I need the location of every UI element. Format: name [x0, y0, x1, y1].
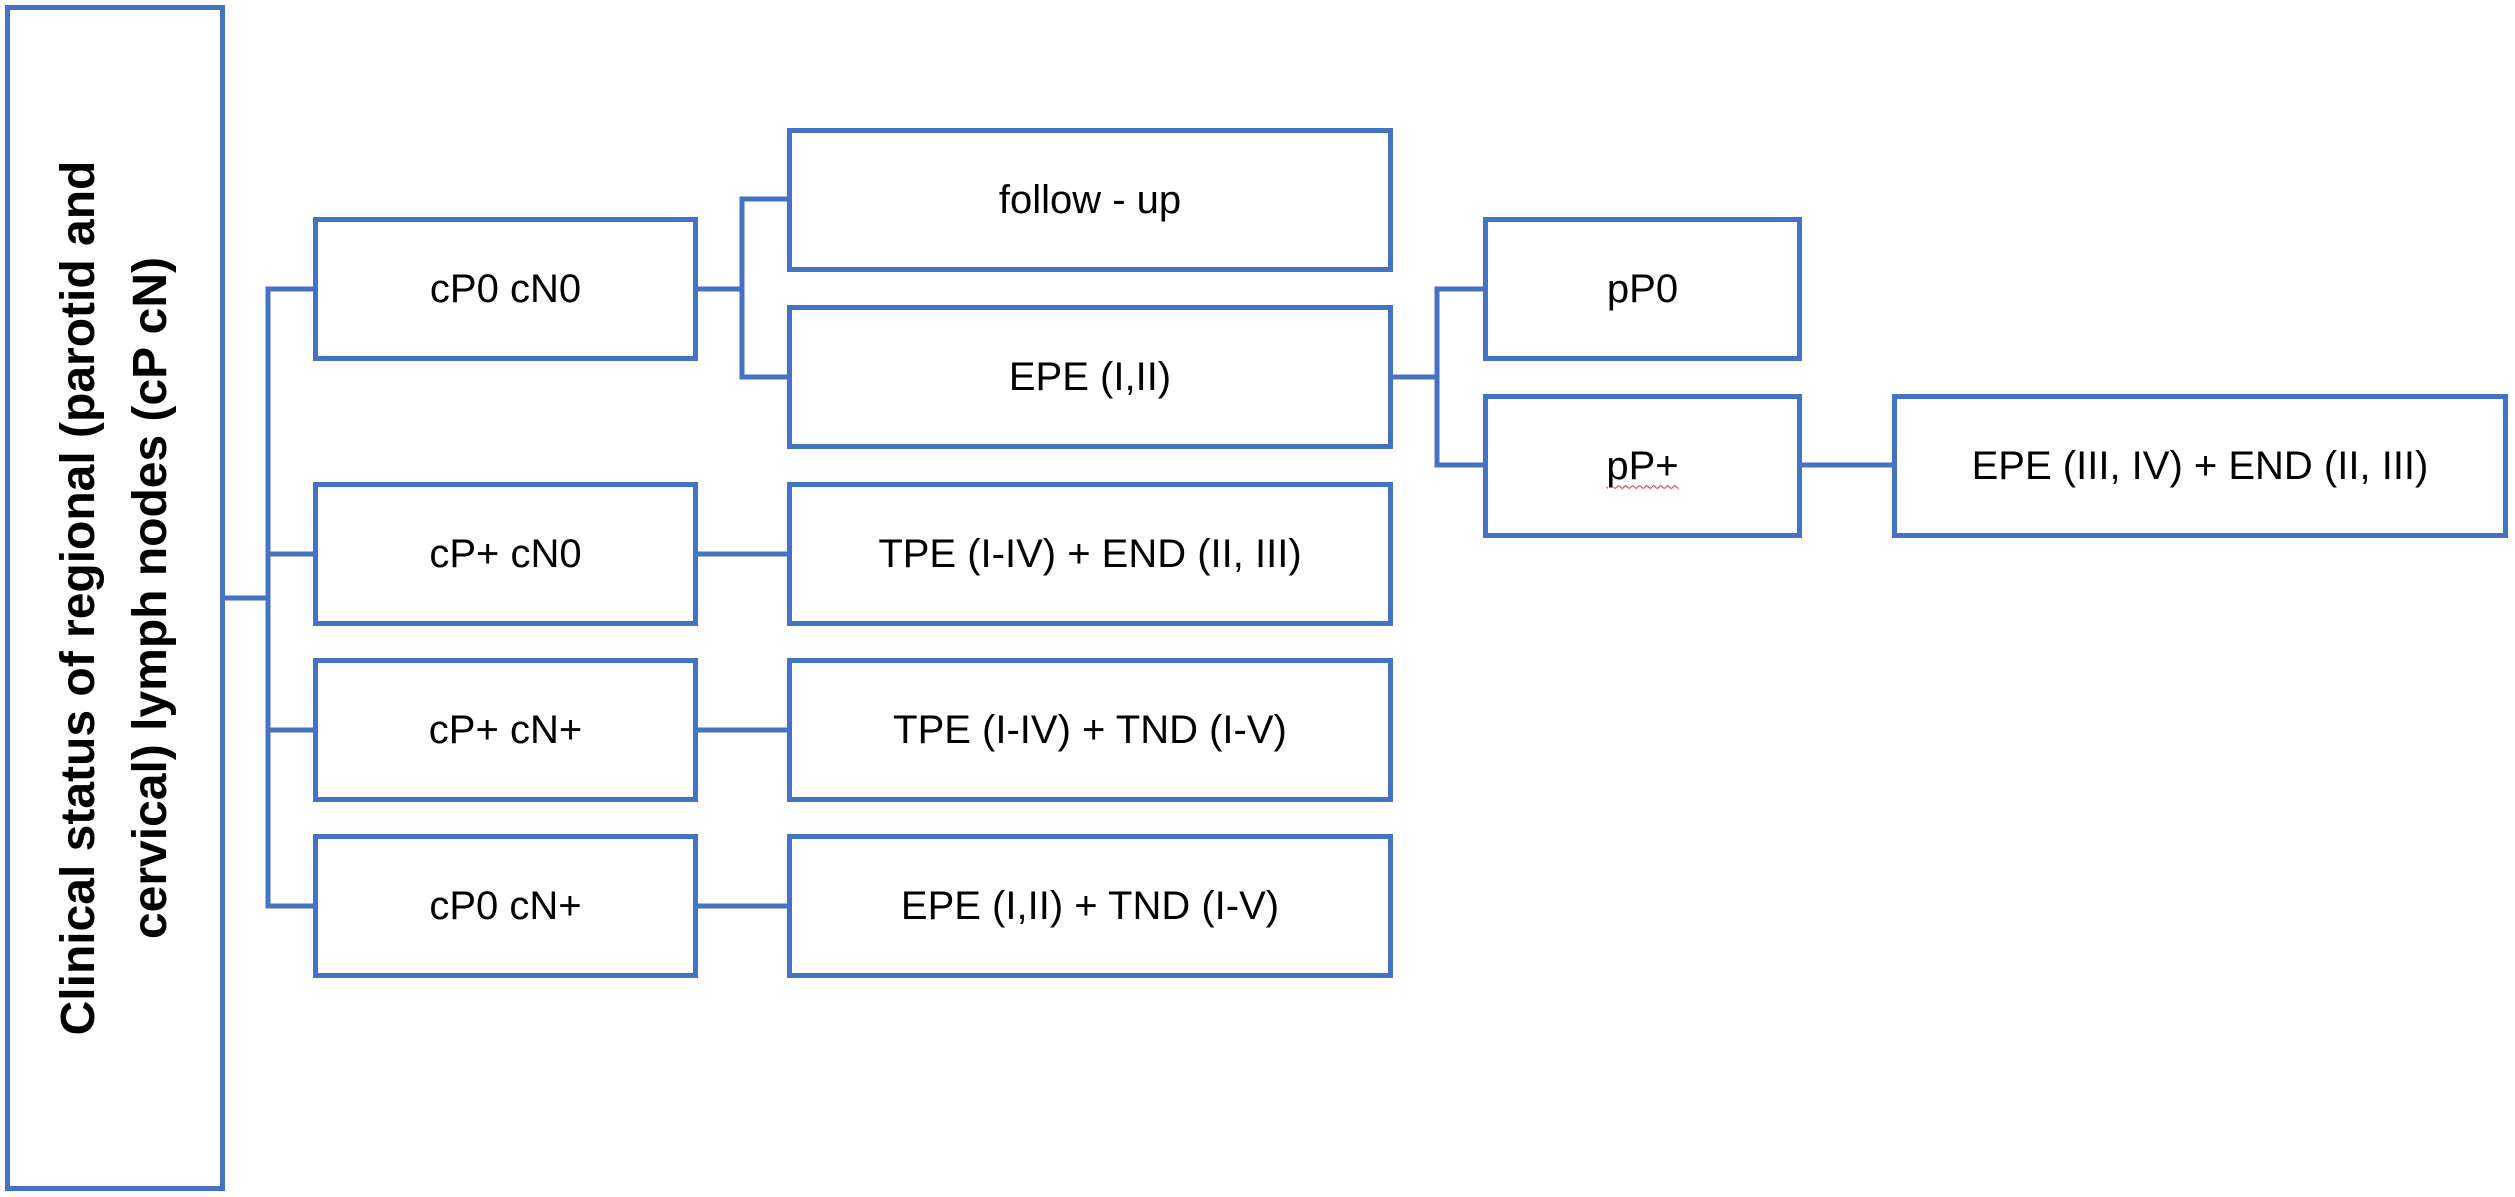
node-tpe-end: TPE (I-IV) + END (II, III)	[787, 482, 1393, 626]
node-cpplus-cnplus-label: cP+ cN+	[428, 707, 583, 752]
root-label-line-2: cervical) lymph nodes (cP cN)	[124, 256, 177, 940]
root-label: Clinical status of regional (parotid and…	[43, 48, 187, 1148]
node-epe-end: EPE (III, IV) + END (II, III)	[1892, 394, 2508, 538]
node-cpplus-cn0-label: cP+ cN0	[429, 531, 582, 576]
node-pp0: pP0	[1483, 217, 1802, 361]
node-ppplus: pP+	[1483, 394, 1802, 538]
node-cp0-cn0-label: cP0 cN0	[429, 266, 582, 311]
node-follow-up-label: follow - up	[998, 177, 1182, 222]
node-cpplus-cnplus: cP+ cN+	[313, 658, 698, 802]
node-epe-end-label: EPE (III, IV) + END (II, III)	[1971, 443, 2429, 488]
node-cp0-cnplus-label: cP0 cN+	[429, 883, 582, 928]
node-epe-i-ii: EPE (I,II)	[787, 305, 1393, 449]
node-epe-tnd-label: EPE (I,II) + TND (I-V)	[900, 883, 1280, 928]
node-tpe-end-label: TPE (I-IV) + END (II, III)	[878, 531, 1302, 576]
node-pp0-label: pP0	[1606, 266, 1679, 311]
node-tpe-tnd: TPE (I-IV) + TND (I-V)	[787, 658, 1393, 802]
root-label-line-1: Clinical status of regional (parotid and	[52, 160, 105, 1036]
clinical-status-root-box: Clinical status of regional (parotid and…	[5, 5, 225, 1191]
node-follow-up: follow - up	[787, 128, 1393, 272]
node-tpe-tnd-label: TPE (I-IV) + TND (I-V)	[893, 707, 1287, 752]
node-cpplus-cn0: cP+ cN0	[313, 482, 698, 626]
node-epe-i-ii-label: EPE (I,II)	[1008, 354, 1172, 399]
node-cp0-cn0: cP0 cN0	[313, 217, 698, 361]
node-ppplus-label: pP+	[1606, 443, 1679, 488]
node-cp0-cnplus: cP0 cN+	[313, 834, 698, 978]
node-epe-tnd: EPE (I,II) + TND (I-V)	[787, 834, 1393, 978]
